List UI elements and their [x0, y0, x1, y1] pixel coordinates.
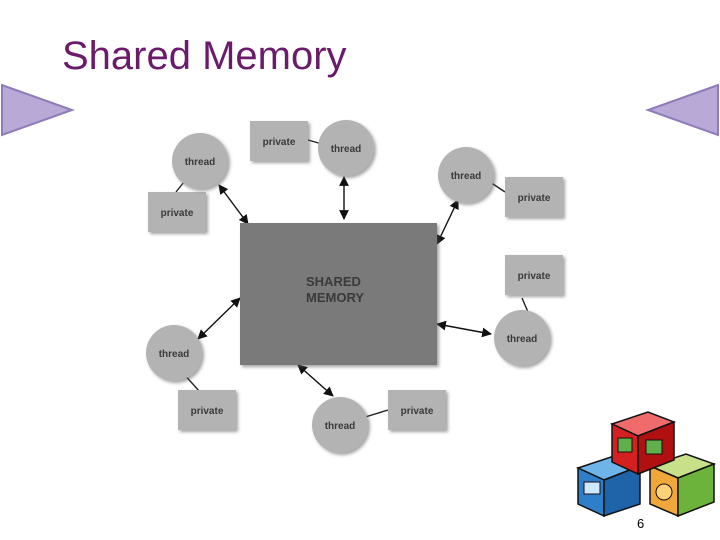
private-node: private	[505, 177, 563, 217]
thread-node: thread	[494, 310, 550, 366]
private-label: private	[161, 208, 194, 219]
private-node: private	[388, 390, 446, 430]
private-label: private	[401, 406, 434, 417]
page-number: 6	[637, 516, 645, 531]
private-node: private	[148, 192, 206, 232]
private-label: private	[518, 271, 551, 282]
thread-label: thread	[507, 334, 538, 345]
thread-node: thread	[318, 120, 374, 176]
private-label: private	[191, 406, 224, 417]
thread-label: thread	[159, 349, 190, 360]
thread-node: thread	[146, 325, 202, 381]
thread-label: thread	[325, 421, 356, 432]
private-node: private	[178, 390, 236, 430]
slide-title: Shared Memory	[62, 34, 347, 78]
private-label: private	[518, 193, 551, 204]
next-slide-icon[interactable]	[644, 83, 720, 137]
shared-memory-label-line1: SHARED	[306, 274, 361, 289]
private-node: private	[505, 255, 563, 295]
thread-node: thread	[438, 147, 494, 203]
memory-links	[197, 176, 492, 397]
thread-label: thread	[185, 157, 216, 168]
thread-label: thread	[451, 171, 482, 182]
shared-memory-label-line2: MEMORY	[306, 290, 364, 305]
prev-slide-icon[interactable]	[0, 83, 76, 137]
thread-node: thread	[172, 133, 228, 189]
shared-memory-box: SHARED MEMORY	[240, 223, 437, 365]
private-label: private	[263, 137, 296, 148]
stacked-blocks-logo-icon	[575, 411, 717, 518]
thread-label: thread	[331, 144, 362, 155]
thread-node: thread	[312, 397, 368, 453]
private-node: private	[250, 121, 308, 161]
